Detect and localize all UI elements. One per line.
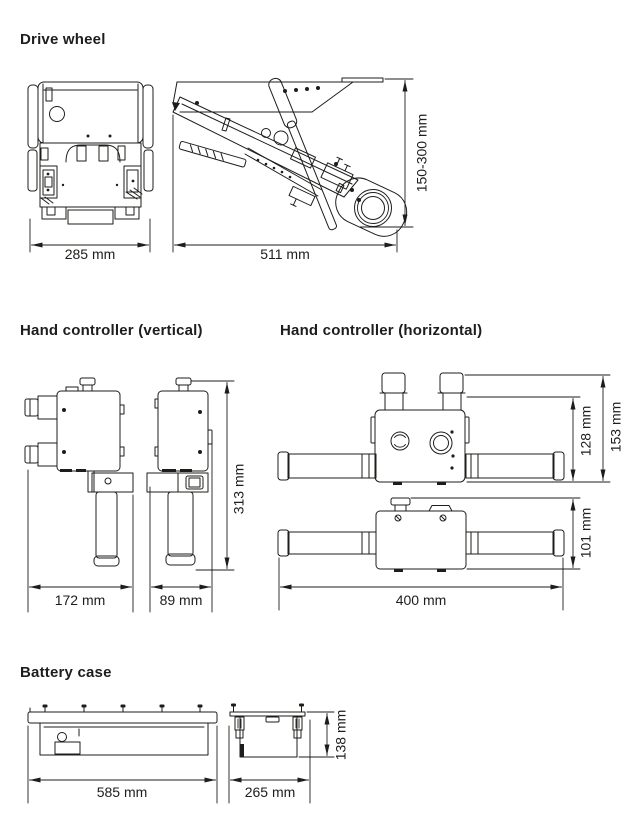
dim-drive-wheel-front-width: 285 mm bbox=[29, 218, 151, 262]
dim-hand-controller-vertical-front-width: 172 mm bbox=[27, 469, 134, 613]
dim-label-hcv-side-width: 89 mm bbox=[160, 592, 203, 608]
battery-case-side-view bbox=[27, 704, 218, 756]
hand-controller-horizontal-side-view bbox=[277, 497, 565, 572]
hand-controller-vertical-front-view bbox=[24, 377, 134, 567]
dim-hand-controller-horizontal-side-height: 101 mm bbox=[410, 497, 594, 570]
dim-battery-case-height: 138 mm bbox=[298, 710, 349, 761]
section-title-battery-case: Battery case bbox=[20, 664, 112, 681]
dim-label-drive-wheel-front-width: 285 mm bbox=[65, 246, 116, 262]
hand-controller-vertical-side-view bbox=[146, 377, 213, 566]
section-title-hand-controller-vertical: Hand controller (vertical) bbox=[20, 322, 203, 339]
dim-hand-controller-horizontal-length: 400 mm bbox=[278, 557, 564, 611]
dim-label-hch-total-height: 153 mm bbox=[608, 402, 624, 453]
battery-lid-bolts bbox=[42, 704, 203, 713]
dim-battery-case-length: 585 mm bbox=[27, 725, 218, 804]
section-title-drive-wheel: Drive wheel bbox=[20, 31, 106, 48]
dim-label-drive-wheel-height-range: 150-300 mm bbox=[414, 114, 430, 193]
dim-label-hch-length: 400 mm bbox=[396, 592, 447, 608]
dim-label-hcv-height: 313 mm bbox=[231, 464, 247, 515]
hand-controller-horizontal-top-view bbox=[277, 372, 565, 485]
dim-battery-case-width: 265 mm bbox=[228, 719, 311, 804]
dim-label-hcv-front-width: 172 mm bbox=[55, 592, 106, 608]
dim-hand-controller-vertical-side-width: 89 mm bbox=[149, 439, 213, 613]
drive-wheel-side-view bbox=[172, 77, 408, 237]
drive-wheel-front-view bbox=[27, 81, 154, 225]
dim-hand-controller-horizontal-total-height: 153 mm bbox=[464, 374, 624, 481]
dim-label-battery-length: 585 mm bbox=[97, 784, 148, 800]
dim-label-hch-body-height: 128 mm bbox=[578, 406, 594, 457]
dim-label-battery-width: 265 mm bbox=[245, 784, 296, 800]
dim-label-hch-side-height: 101 mm bbox=[578, 508, 594, 559]
dim-label-battery-height: 138 mm bbox=[333, 710, 349, 761]
dim-hand-controller-vertical-height: 313 mm bbox=[190, 380, 247, 571]
dim-drive-wheel-side-length: 511 mm bbox=[172, 114, 398, 262]
battery-case-end-view bbox=[229, 703, 306, 758]
dim-hand-controller-horizontal-body-height: 128 mm bbox=[466, 396, 611, 483]
section-title-hand-controller-horizontal: Hand controller (horizontal) bbox=[280, 322, 483, 339]
dim-label-drive-wheel-side-length: 511 mm bbox=[260, 246, 310, 262]
dim-drive-wheel-height-range: 150-300 mm bbox=[359, 78, 430, 228]
